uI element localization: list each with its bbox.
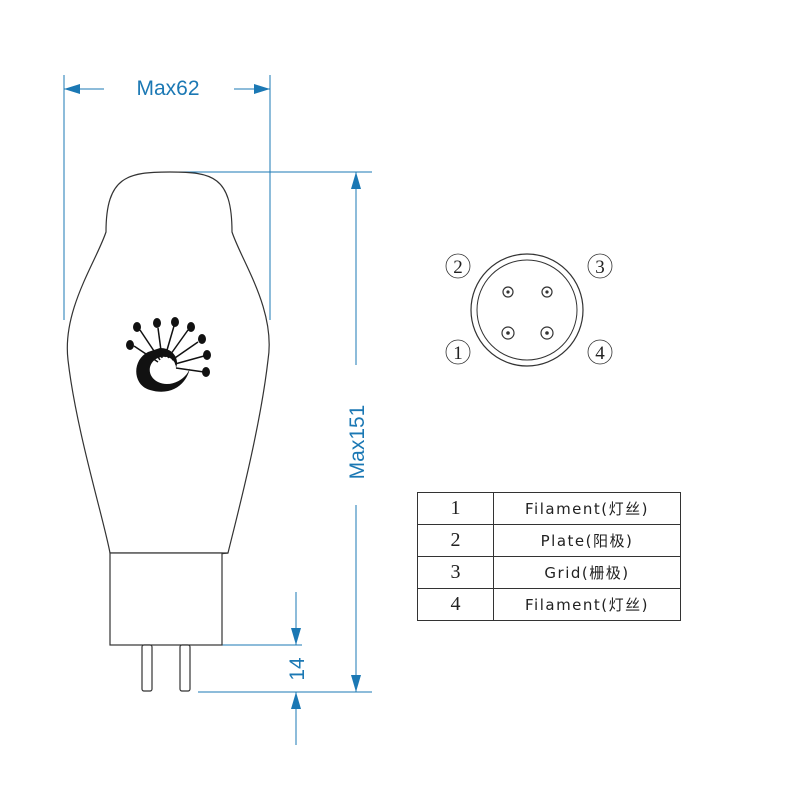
pin-number-cell: 1: [417, 492, 494, 525]
pin-hole-4: [540, 326, 554, 340]
pin-label-ring-3: [587, 253, 613, 279]
pin-hole-2: [502, 286, 514, 298]
feather-eye-5: [198, 334, 206, 344]
tube-pin-left: [141, 644, 153, 692]
feather-eye-8: [126, 340, 134, 350]
width-arrow-right: [254, 84, 270, 94]
pin-function-cell: Plate(阳极): [493, 524, 681, 557]
pin-hole-1: [501, 326, 515, 340]
table-row: 3 Grid(栅极): [417, 556, 681, 589]
pin-label-ring-2: [445, 253, 471, 279]
table-row: 2 Plate(阳极): [417, 524, 681, 557]
feather-eye-6: [203, 350, 211, 360]
pin-length-dimension: [198, 592, 302, 745]
pin-number-cell: 2: [417, 524, 494, 557]
pin-label-3: 3: [595, 257, 605, 278]
width-label: Max62: [136, 77, 199, 100]
pin-label-2: 2: [453, 257, 463, 278]
pin-hole-2-dot: [506, 290, 510, 294]
socket-inner-ring: [476, 259, 578, 361]
pin-hole-3-dot: [545, 290, 549, 294]
pin-hole-3: [541, 286, 553, 298]
pin-hole-1-dot: [506, 331, 510, 335]
tube-pin-right: [179, 644, 191, 692]
height-dimension: [170, 171, 372, 693]
pin-arrow-bottom: [291, 692, 301, 709]
pin-function-cell: Grid(栅极): [493, 556, 681, 589]
feather-eye-1: [133, 322, 141, 332]
height-label: Max151: [346, 405, 369, 480]
pin-label-1: 1: [453, 343, 463, 364]
pin-diagram: [445, 253, 613, 367]
height-arrow-bottom: [351, 675, 361, 692]
peacock-body: [136, 348, 190, 392]
feather-eye-7: [202, 367, 210, 377]
feather-eye-3: [171, 317, 179, 327]
table-row: 4 Filament(灯丝): [417, 588, 681, 621]
socket-outer-ring: [470, 253, 584, 367]
feather-eye-4: [187, 322, 195, 332]
pin-label-ring-4: [587, 339, 613, 365]
pin-function-cell: Filament(灯丝): [493, 588, 681, 621]
height-arrow-top: [351, 172, 361, 189]
feather-eye-2: [153, 318, 161, 328]
peacock-logo: [126, 317, 211, 392]
pin-label-4: 4: [595, 343, 605, 364]
tube-glass-envelope: [66, 171, 270, 554]
tube-base: [109, 552, 223, 646]
pin-arrow-top: [291, 628, 301, 645]
pin-label-ring-1: [445, 339, 471, 365]
peacock-eye: [160, 363, 164, 367]
pin-number-cell: 3: [417, 556, 494, 589]
pin-hole-4-dot: [545, 331, 549, 335]
table-row: 1 Filament(灯丝): [417, 492, 681, 525]
pin-function-table: 1 Filament(灯丝) 2 Plate(阳极) 3 Grid(栅极) 4 …: [417, 492, 681, 621]
width-dimension: [63, 75, 271, 320]
vacuum-tube: [66, 171, 270, 692]
pin-function-cell: Filament(灯丝): [493, 492, 681, 525]
pin-number-cell: 4: [417, 588, 494, 621]
peacock-feathers: [133, 325, 205, 373]
width-arrow-left: [64, 84, 80, 94]
pin-length-label: 14: [286, 657, 309, 681]
